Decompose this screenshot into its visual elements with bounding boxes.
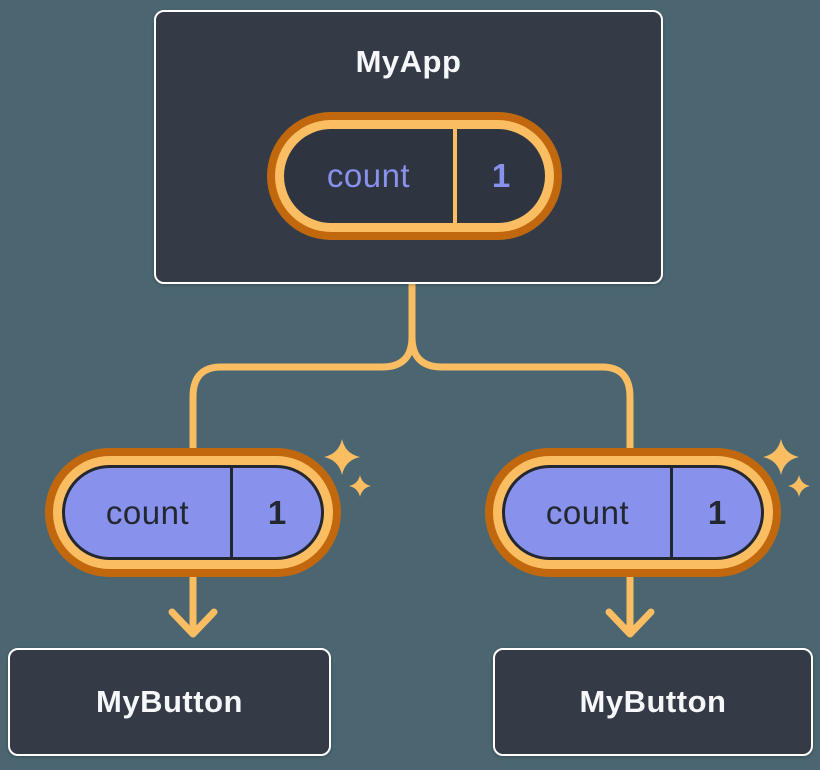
pill-divider [670, 468, 673, 557]
prop-value: 1 [267, 493, 287, 531]
prop-pill-ring: count 1 [493, 456, 773, 569]
state-name: count [326, 157, 411, 194]
sparkle-icon [763, 439, 799, 475]
state-pill-ring: count 1 [275, 120, 554, 232]
prop-pill-ring: count 1 [53, 456, 333, 569]
prop-pill-body: count 1 [62, 465, 324, 560]
state-pill: count 1 [267, 112, 562, 240]
prop-value: 1 [707, 493, 727, 531]
component-node-mybutton-left: MyButton [8, 648, 331, 756]
prop-pill-left: count 1 [45, 448, 341, 577]
state-pill-body: count 1 [284, 129, 545, 223]
component-node-title: MyButton [96, 684, 243, 719]
prop-pill-right: count 1 [485, 448, 781, 577]
sparkle-icon [788, 475, 810, 497]
component-node-mybutton-right: MyButton [493, 648, 813, 756]
component-node-title: MyButton [579, 684, 727, 719]
state-value: 1 [491, 157, 511, 194]
arrow-down-icon [605, 608, 655, 638]
sparkle-icon [349, 475, 371, 497]
pill-divider [230, 468, 233, 557]
prop-name: count [545, 493, 630, 531]
arrow-down-icon [168, 608, 218, 638]
component-node-title: MyApp [355, 44, 462, 79]
connector-right-branch [408, 279, 634, 637]
pill-divider [453, 129, 457, 223]
prop-pill-body: count 1 [502, 465, 764, 560]
prop-name: count [105, 493, 190, 531]
sparkle-icon [324, 439, 360, 475]
